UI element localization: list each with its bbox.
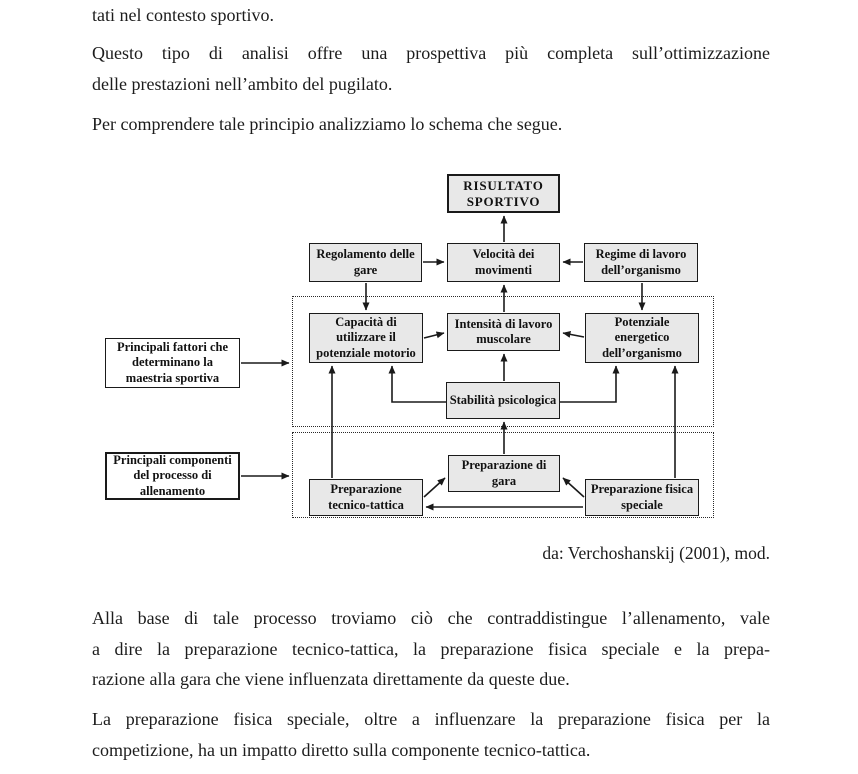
paragraph-comprendere: Per comprendere tale principio analizzia… — [92, 114, 563, 134]
node-preparazione-gara: Preparazione di gara — [448, 455, 560, 492]
paragraph-contesto-sportivo: tati nel contesto sportivo. — [92, 5, 274, 25]
node-velocita-movimenti: Velocità dei movimenti — [447, 243, 560, 282]
paragraph-preparazione-fisica: La preparazione fisica speciale, oltre a… — [92, 704, 770, 765]
paragraph-line: Alla base di tale processo troviamo ciò … — [92, 608, 770, 628]
paragraph-line: La preparazione fisica speciale, oltre a… — [92, 709, 770, 729]
diagram-arrows — [241, 215, 679, 511]
node-regolamento-gare: Regolamento delle gare — [309, 243, 422, 282]
label-principali-componenti: Principali componenti del processo di al… — [105, 452, 240, 500]
arrow-stabilita-to-capacita — [388, 365, 446, 403]
paragraph-alla-base: Alla base di tale processo troviamo ciò … — [92, 603, 770, 695]
dotted-region-allenamento — [292, 432, 714, 518]
arrow-prepfs-to-prepgara — [562, 477, 585, 498]
paragraph-line: delle prestazioni nell’ambito del pugila… — [92, 73, 393, 94]
source-caption: da: Verchoshanskij (2001), mod. — [542, 543, 770, 563]
paragraph-analisi: Questo tipo di analisi offre una prospet… — [92, 38, 770, 99]
node-risultato-sportivo: RISULTATO SPORTIVO — [447, 174, 560, 213]
paragraph-line: Questo tipo di analisi offre una prospet… — [92, 43, 770, 63]
node-stabilita-psicologica: Stabilità psicologica — [446, 382, 560, 419]
paragraph-line: a dire la preparazione tecnico-tattica, … — [92, 638, 770, 659]
node-intensita-lavoro: Intensità di lavoro muscolare — [447, 313, 560, 351]
label-principali-fattori: Principali fattori che determinano la ma… — [105, 338, 240, 388]
arrow-potenziale-to-intensita — [562, 330, 585, 338]
paragraph-line: competizione, ha un impatto diretto sull… — [92, 739, 591, 760]
node-preparazione-fisica-speciale: Preparazione fisica speciale — [585, 479, 699, 516]
arrow-stabilita-to-potenziale — [560, 365, 620, 403]
node-regime-lavoro: Regime di lavoro dell’organismo — [584, 243, 698, 282]
node-capacita-potenziale: Capacità di utilizzare il potenziale mot… — [309, 313, 423, 363]
node-preparazione-tecnico-tattica: Preparazione tecnico-tattica — [309, 479, 423, 516]
training-factors-diagram: RISULTATO SPORTIVO Regolamento delle gar… — [90, 165, 780, 525]
arrow-preptt-to-prepgara — [423, 477, 446, 498]
arrow-capacita-to-intensita — [423, 331, 445, 339]
paragraph-line: razione alla gara che viene influenzata … — [92, 669, 570, 689]
node-potenziale-energetico: Potenziale energetico dell’organismo — [585, 313, 699, 363]
